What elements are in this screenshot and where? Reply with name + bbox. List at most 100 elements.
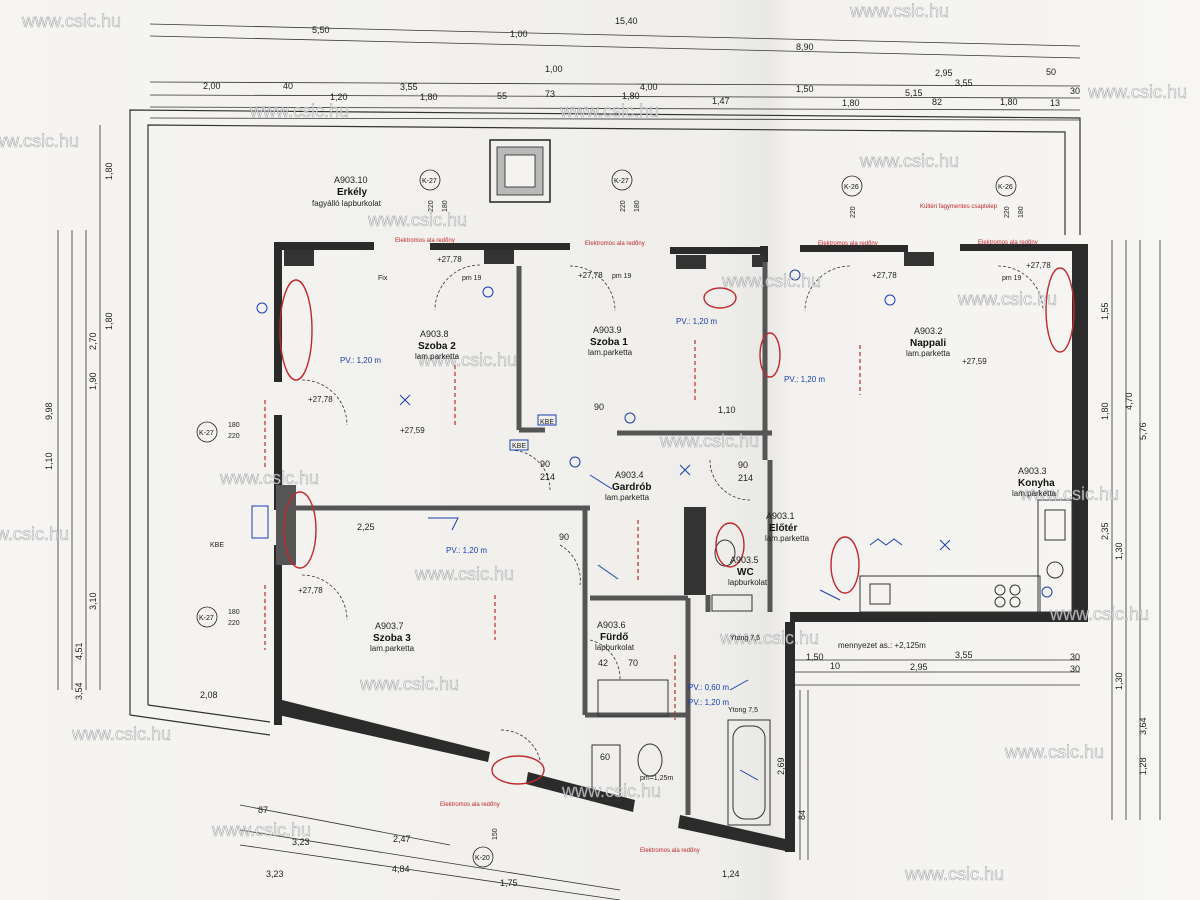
level-note: +27,78 — [872, 271, 897, 280]
left-dimension-lines — [57, 125, 101, 690]
dim-label: 4,51 — [74, 642, 84, 660]
watermark-text: www.csic.hu — [211, 820, 311, 840]
room-floor: lam.parketta — [605, 493, 650, 502]
dim-label: 2,35 — [1100, 522, 1110, 540]
dim-label: 214 — [738, 473, 753, 483]
dim-label: 4,00 — [640, 82, 658, 92]
watermark-text: www.csic.hu — [904, 864, 1004, 884]
dim-label: 15,40 — [615, 16, 638, 26]
dim-label: 1,30 — [1114, 542, 1124, 560]
dim-label: 4,84 — [392, 864, 410, 874]
dim-label: 1,80 — [104, 162, 114, 180]
bottom-dimension-labels: 87 3,23 2,47 3,23 4,84 1,75 1,24 2,08 — [200, 690, 740, 888]
room-name: Erkély — [337, 187, 367, 198]
room-name: Szoba 1 — [590, 337, 628, 348]
wall-type-note: Ytong 7,5 — [730, 635, 760, 642]
room-code: A903.8 — [420, 329, 449, 339]
dim-label: 40 — [283, 81, 293, 91]
red-annotation-lines — [264, 340, 861, 720]
dim-label: 3,10 — [88, 592, 98, 610]
parapet-note: pm 19 — [612, 273, 632, 280]
wall-piers — [276, 250, 934, 595]
dim-label: 1,80 — [420, 92, 438, 102]
window-size-label: 220 — [428, 200, 435, 212]
level-note: +27,59 — [400, 426, 425, 435]
dim-label: 42 — [598, 658, 608, 668]
dim-label: 1,80 — [842, 98, 860, 108]
dim-label: 214 — [540, 472, 555, 482]
window-size-label: 220 — [228, 620, 240, 627]
dim-label: 5,50 — [312, 25, 330, 35]
chimney — [489, 139, 551, 203]
dim-label: 90 — [540, 459, 550, 469]
dim-label: 2,47 — [393, 834, 411, 844]
dim-label: 1,55 — [1100, 302, 1110, 320]
dim-label: 1,30 — [1114, 672, 1124, 690]
dim-label: 90 — [738, 460, 748, 470]
outlet-height-note: PV.: 1,20 m — [688, 698, 729, 707]
dim-label: 3,55 — [955, 78, 973, 88]
annotations: PV.: 1,20 m PV.: 1,20 m PV.: 1,20 m PV.:… — [210, 204, 1051, 854]
shutter-note: Elektromos ala redőny — [395, 238, 455, 244]
dim-label: 3,23 — [266, 869, 284, 879]
right-dimension-lines — [1111, 240, 1161, 820]
watermark-text: www.csic.hu — [849, 1, 949, 21]
window-code-label: K-26 — [844, 184, 859, 191]
bottom-dimension-lines — [239, 659, 1080, 900]
room-floor: lapburkolat — [595, 643, 635, 652]
window-code-label: K-20 — [475, 855, 490, 862]
dim-label: 1,75 — [500, 878, 518, 888]
dim-label: 1,28 — [1138, 757, 1148, 775]
window-code-label: K-27 — [614, 178, 629, 185]
room-floor: lapburkolat — [728, 578, 768, 587]
room-floor: lam.parketta — [906, 349, 951, 358]
dim-label: 1,10 — [44, 452, 54, 470]
watermark-text: www.csic.hu — [859, 151, 959, 171]
watermark-text: www.csic.hu — [721, 271, 821, 291]
room-name: Gardrób — [612, 482, 651, 493]
dim-label: 3,54 — [74, 682, 84, 700]
dim-label: 9,98 — [44, 402, 54, 420]
kbe-label: KBE — [210, 542, 224, 549]
dim-label: 1,20 — [330, 92, 348, 102]
dim-label: 30 — [1070, 664, 1080, 674]
dim-label: 90 — [594, 402, 604, 412]
dim-label: 1,10 — [718, 405, 736, 415]
window-size-label: 150 — [492, 828, 499, 840]
level-note: +27,78 — [308, 395, 333, 404]
watermark-text: www.csic.hu — [559, 101, 659, 121]
dim-label: 30 — [1070, 86, 1080, 96]
red-annotation-circles — [279, 267, 1075, 785]
level-note: +27,78 — [298, 586, 323, 595]
room-name: WC — [737, 567, 754, 578]
room-code: A903.2 — [914, 326, 943, 336]
top-dimension-lines — [149, 23, 1081, 121]
window-size-label: 180 — [1018, 206, 1025, 218]
left-dimension-labels: 1,80 1,80 2,70 1,90 9,98 1,10 3,10 4,51 … — [44, 162, 114, 700]
dim-label: 13 — [1050, 98, 1060, 108]
room-floor: lam.parketta — [370, 644, 415, 653]
interior-dimensions: 2,25 1,10 90 90 90 90 214 214 42 70 60 2… — [357, 402, 1080, 820]
room-code: A903.3 — [1018, 466, 1047, 476]
outlet-height-note: PV.: 1,20 m — [340, 356, 381, 365]
dim-label: 5,15 — [905, 88, 923, 98]
dim-label: 55 — [497, 91, 507, 101]
room-code: A903.7 — [375, 621, 404, 631]
shutter-note: Elektromos ala redőny — [978, 240, 1038, 246]
dim-label: 1,80 — [1100, 402, 1110, 420]
dim-label: 87 — [258, 805, 268, 815]
shutter-note: Elektromos ala redőny — [818, 241, 878, 247]
dim-label: 90 — [559, 532, 569, 542]
window-size-label: 180 — [228, 422, 240, 429]
exterior-walls — [274, 242, 1088, 852]
room-name: Előtér — [769, 523, 797, 534]
room-szoba-1: A903.9 Szoba 1 lam.parketta — [588, 325, 633, 357]
outlet-height-note: PV.: 1,20 m — [446, 546, 487, 555]
electrical-symbols — [251, 269, 1053, 781]
room-floor: lam.parketta — [415, 352, 460, 361]
shutter-note: Elektromos ala redőny — [440, 802, 500, 808]
dim-label: 5,76 — [1138, 422, 1148, 440]
window-size-label: 220 — [620, 200, 627, 212]
